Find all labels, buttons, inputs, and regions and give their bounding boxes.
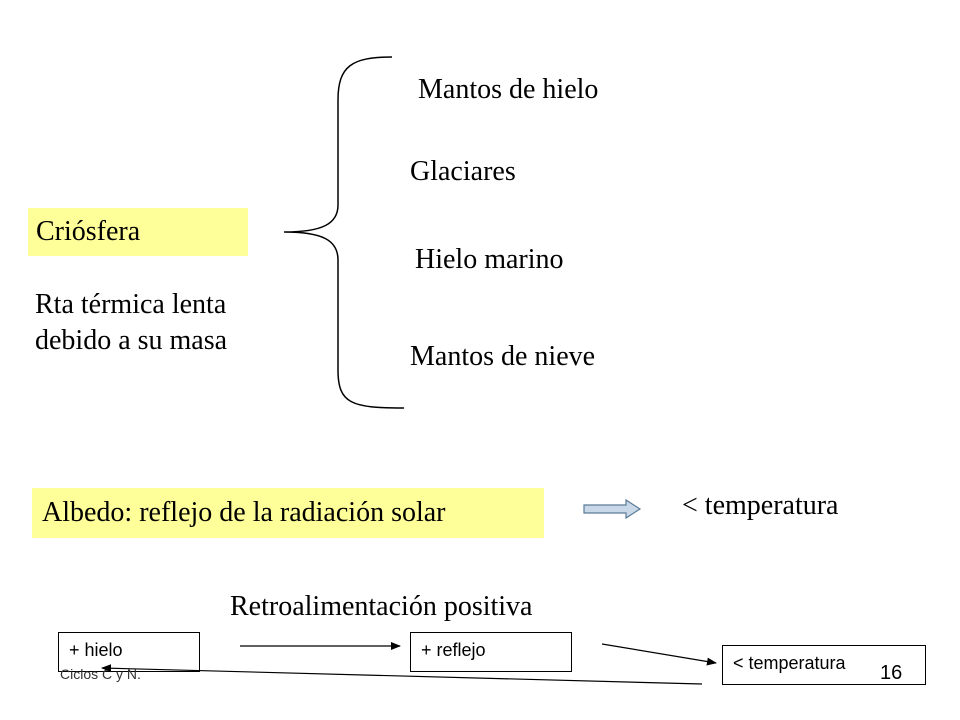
footer-label: Ciclos C y N. bbox=[60, 666, 141, 682]
criosfera-title: Criósfera bbox=[36, 216, 141, 247]
page-number: 16 bbox=[880, 662, 903, 684]
feedback-box-reflejo: + reflejo bbox=[410, 632, 572, 672]
feedback-box-temperatura-label: < temperatura bbox=[733, 653, 846, 673]
criosfera-note-line1: Rta térmica lenta bbox=[35, 289, 227, 320]
item-hielo-marino: Hielo marino bbox=[415, 244, 564, 275]
albedo-box: Albedo: reflejo de la radiación solar bbox=[32, 488, 544, 538]
feedback-box-temperatura: < temperatura bbox=[722, 645, 926, 685]
albedo-arrow-icon bbox=[583, 498, 642, 520]
feedback-title: Retroalimentación positiva bbox=[230, 591, 533, 622]
feedback-box-hielo: + hielo bbox=[58, 632, 200, 672]
item-mantos-de-nieve: Mantos de nieve bbox=[410, 341, 596, 372]
item-mantos-de-hielo: Mantos de hielo bbox=[418, 74, 599, 105]
item-glaciares: Glaciares bbox=[410, 156, 516, 187]
albedo-label: Albedo: reflejo de la radiación solar bbox=[42, 497, 446, 528]
criosfera-title-box: Criósfera bbox=[28, 208, 248, 256]
arrow-temperatura-to-hielo bbox=[101, 664, 703, 685]
albedo-result: < temperatura bbox=[682, 490, 839, 521]
feedback-box-hielo-label: + hielo bbox=[69, 640, 123, 660]
curly-brace bbox=[283, 56, 405, 409]
criosfera-note-line2: debido a su masa bbox=[35, 325, 228, 356]
arrow-reflejo-to-temperatura bbox=[601, 643, 717, 666]
feedback-box-reflejo-label: + reflejo bbox=[421, 640, 486, 660]
